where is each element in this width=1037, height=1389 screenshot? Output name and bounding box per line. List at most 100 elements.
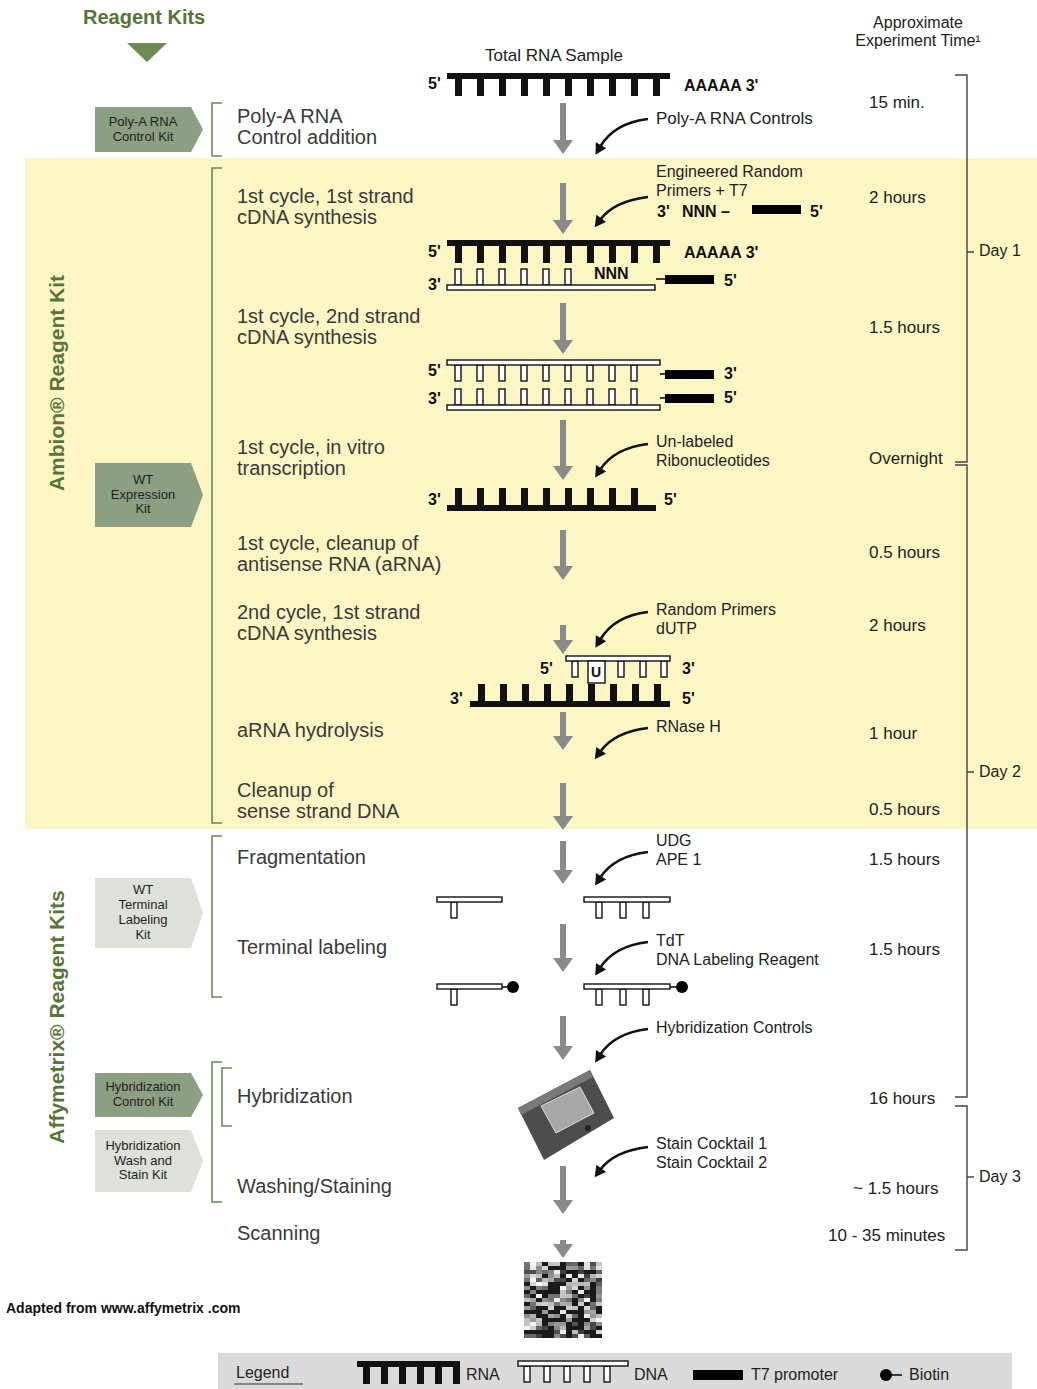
scan-pixel — [554, 1322, 560, 1326]
flow-arrow-head — [553, 1046, 573, 1060]
reagent-arrow — [600, 1029, 648, 1055]
day-brackets — [955, 75, 974, 1250]
scan-pixel — [572, 1294, 578, 1298]
scan-pixel — [596, 1314, 602, 1318]
scan-pixel — [596, 1290, 602, 1294]
flow-arrow-head — [553, 140, 573, 154]
title-marker — [127, 43, 167, 62]
scan-pixel — [524, 1294, 530, 1298]
dash-line — [660, 373, 665, 375]
scan-pixel — [524, 1318, 530, 1322]
flow-arrow-shaft — [560, 625, 566, 640]
generated-art — [357, 73, 902, 1384]
kit-tag: WT Expression Kit — [95, 463, 203, 527]
scan-pixel — [590, 1278, 596, 1282]
dna-base — [620, 902, 626, 918]
scan-pixel — [578, 1274, 584, 1278]
reagent-arrow — [600, 612, 648, 640]
tag-polygon — [95, 107, 203, 152]
time-label: 15 min. — [869, 93, 925, 113]
step-label: 1st cycle, 1st strand cDNA synthesis — [237, 186, 414, 228]
dna-base — [499, 269, 505, 285]
rna-base — [609, 488, 616, 505]
scan-pixel — [584, 1314, 590, 1318]
rna-base — [521, 246, 528, 263]
chip-window — [541, 1087, 594, 1133]
scan-pixel — [548, 1298, 554, 1302]
flow-arrow-head — [553, 466, 573, 480]
scan-pixel — [596, 1322, 602, 1326]
strand-end-label: 3' — [428, 491, 441, 509]
scan-pixel — [584, 1322, 590, 1326]
scan-pixel — [584, 1262, 590, 1266]
reagent-label: Hybridization Controls — [656, 1019, 813, 1038]
reagent-arrow-head — [595, 465, 606, 478]
rna-base — [610, 684, 617, 701]
dna-base — [596, 902, 602, 918]
dna-base — [524, 1366, 530, 1382]
scan-pixel — [566, 1282, 572, 1286]
scan-pixel — [554, 1278, 560, 1282]
kit-name: Hybridization Wash and Stain Kit — [105, 1139, 180, 1184]
reagent-label: TdT DNA Labeling Reagent — [656, 932, 819, 970]
scan-pixel — [524, 1270, 530, 1274]
dash-line — [656, 278, 665, 280]
strand-end-label: 5' — [682, 690, 695, 708]
strand-end-label: 5' — [428, 243, 441, 261]
flow-arrow-head — [553, 736, 573, 750]
rna-base — [587, 246, 594, 263]
scan-pixel — [542, 1266, 548, 1270]
scan-pixel — [548, 1294, 554, 1298]
kit-bracket — [212, 103, 222, 156]
scan-pixel — [584, 1278, 590, 1282]
flow-arrow-shaft — [560, 183, 566, 220]
rna-base — [477, 79, 484, 96]
scan-pixel — [524, 1314, 530, 1318]
flow-arrow-shaft — [560, 530, 566, 566]
day-label: Legend — [236, 1364, 289, 1382]
scan-pixel — [596, 1302, 602, 1306]
reagent-label: Random Primers dUTP — [656, 601, 776, 639]
header-label: Approximate Experiment Time¹ — [855, 14, 980, 51]
step-label: Cleanup of sense strand DNA — [237, 780, 399, 822]
rna-base — [499, 79, 506, 96]
scan-pixel — [590, 1326, 596, 1330]
scan-pixel — [542, 1286, 548, 1290]
scan-pixel — [566, 1294, 572, 1298]
day-label: Day 1 — [979, 242, 1021, 260]
reagent-arrow — [600, 728, 648, 752]
dna-base — [455, 389, 461, 405]
rna-base — [455, 79, 462, 96]
scan-pixel — [566, 1302, 572, 1306]
diagram-title: Reagent Kits — [83, 6, 205, 29]
rna-base — [477, 246, 484, 263]
dna-base — [544, 1366, 550, 1382]
rna-base — [417, 1367, 424, 1384]
rna-base — [543, 79, 550, 96]
strand-end-label: 3' — [428, 276, 441, 294]
reagent-label: Stain Cocktail 1 Stain Cocktail 2 — [656, 1135, 767, 1173]
dna-backbone — [447, 405, 660, 410]
scan-pixel — [548, 1262, 554, 1266]
scan-pixel — [560, 1270, 566, 1274]
scan-pixel — [566, 1262, 572, 1266]
scan-pixel — [548, 1278, 554, 1282]
scan-pixel — [584, 1286, 590, 1290]
scan-pixel — [530, 1302, 536, 1306]
strand-end-label: 5' — [664, 491, 677, 509]
chip-hole — [585, 1125, 591, 1131]
dna-base — [451, 989, 457, 1005]
scan-pixel — [572, 1314, 578, 1318]
step-label: 1st cycle, cleanup of antisense RNA (aRN… — [237, 533, 442, 575]
flow-arrow-shaft — [560, 303, 566, 340]
dna-backbone — [584, 984, 670, 989]
rna-base — [565, 79, 572, 96]
scan-pixel — [572, 1306, 578, 1310]
day-bracket — [955, 75, 974, 462]
time-label: 10 - 35 minutes — [828, 1226, 945, 1246]
scan-pixel — [596, 1318, 602, 1322]
t7-promoter — [665, 394, 714, 403]
scan-pixel — [566, 1286, 572, 1290]
dna-backbone — [566, 656, 670, 661]
scan-pixel — [530, 1290, 536, 1294]
